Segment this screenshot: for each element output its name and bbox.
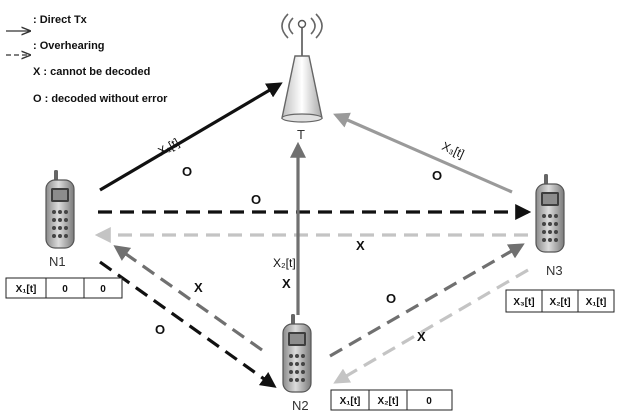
mark-x1-to-t: O	[182, 164, 192, 179]
buffer-cell: X₃[t]	[513, 297, 534, 308]
phone-icon	[45, 170, 75, 249]
buffer-cell: 0	[62, 284, 68, 295]
buffer-cell: X₁[t]	[340, 396, 361, 407]
base-station-icon	[281, 13, 323, 123]
phone-icon	[535, 174, 565, 253]
node-label-n2: N2	[292, 398, 309, 413]
mark-n1-to-n2: O	[155, 322, 165, 337]
phone-icon	[282, 314, 312, 393]
signal-label-x3: X₃[t]	[440, 139, 467, 161]
mark-n3-to-n1: X	[356, 238, 365, 253]
mark-n1-to-n3: O	[251, 192, 261, 207]
buffer-table-n2: X₁[t] X₂[t] 0	[330, 389, 453, 411]
link-n1-to-n2	[99, 260, 277, 388]
buffer-cell: X₁[t]	[586, 297, 607, 308]
link-n2-to-n1	[113, 245, 263, 352]
mark-n3-to-n2: X	[417, 329, 426, 344]
buffer-cell: X₂[t]	[549, 297, 570, 308]
buffer-cell: X₁[t]	[16, 284, 37, 295]
buffer-table-n1: X₁[t] 0 0	[5, 277, 123, 299]
mark-n2-to-n3: O	[386, 291, 396, 306]
buffer-cell: 0	[100, 284, 106, 295]
node-label-n3: N3	[546, 263, 563, 278]
node-label-t: T	[297, 127, 305, 142]
signal-label-x2: X₂[t]	[273, 256, 296, 270]
link-n1-to-t	[99, 82, 283, 192]
link-n3-to-n2	[333, 268, 529, 384]
link-n3-to-t	[333, 112, 513, 194]
buffer-cell: X₂[t]	[377, 396, 398, 407]
mark-n2-to-n1: X	[194, 280, 203, 295]
mark-x2-to-t: X	[282, 276, 291, 291]
legend-cannot-decode: X : cannot be decoded	[33, 66, 150, 78]
legend-direct-tx: : Direct Tx	[33, 14, 88, 26]
links	[94, 82, 532, 388]
legend-overhearing: : Overhearing	[33, 40, 105, 52]
link-n2-to-n3	[329, 243, 525, 358]
mark-x3-to-t: O	[432, 168, 442, 183]
signal-label-x1: X₁[t]	[156, 135, 182, 158]
buffer-cell: 0	[426, 396, 432, 407]
node-label-n1: N1	[49, 254, 66, 269]
legend-decoded: O : decoded without error	[33, 93, 168, 105]
legend: : Direct Tx : Overhearing X : cannot be …	[6, 14, 168, 105]
buffer-table-n3: X₃[t] X₂[t] X₁[t]	[505, 289, 615, 313]
